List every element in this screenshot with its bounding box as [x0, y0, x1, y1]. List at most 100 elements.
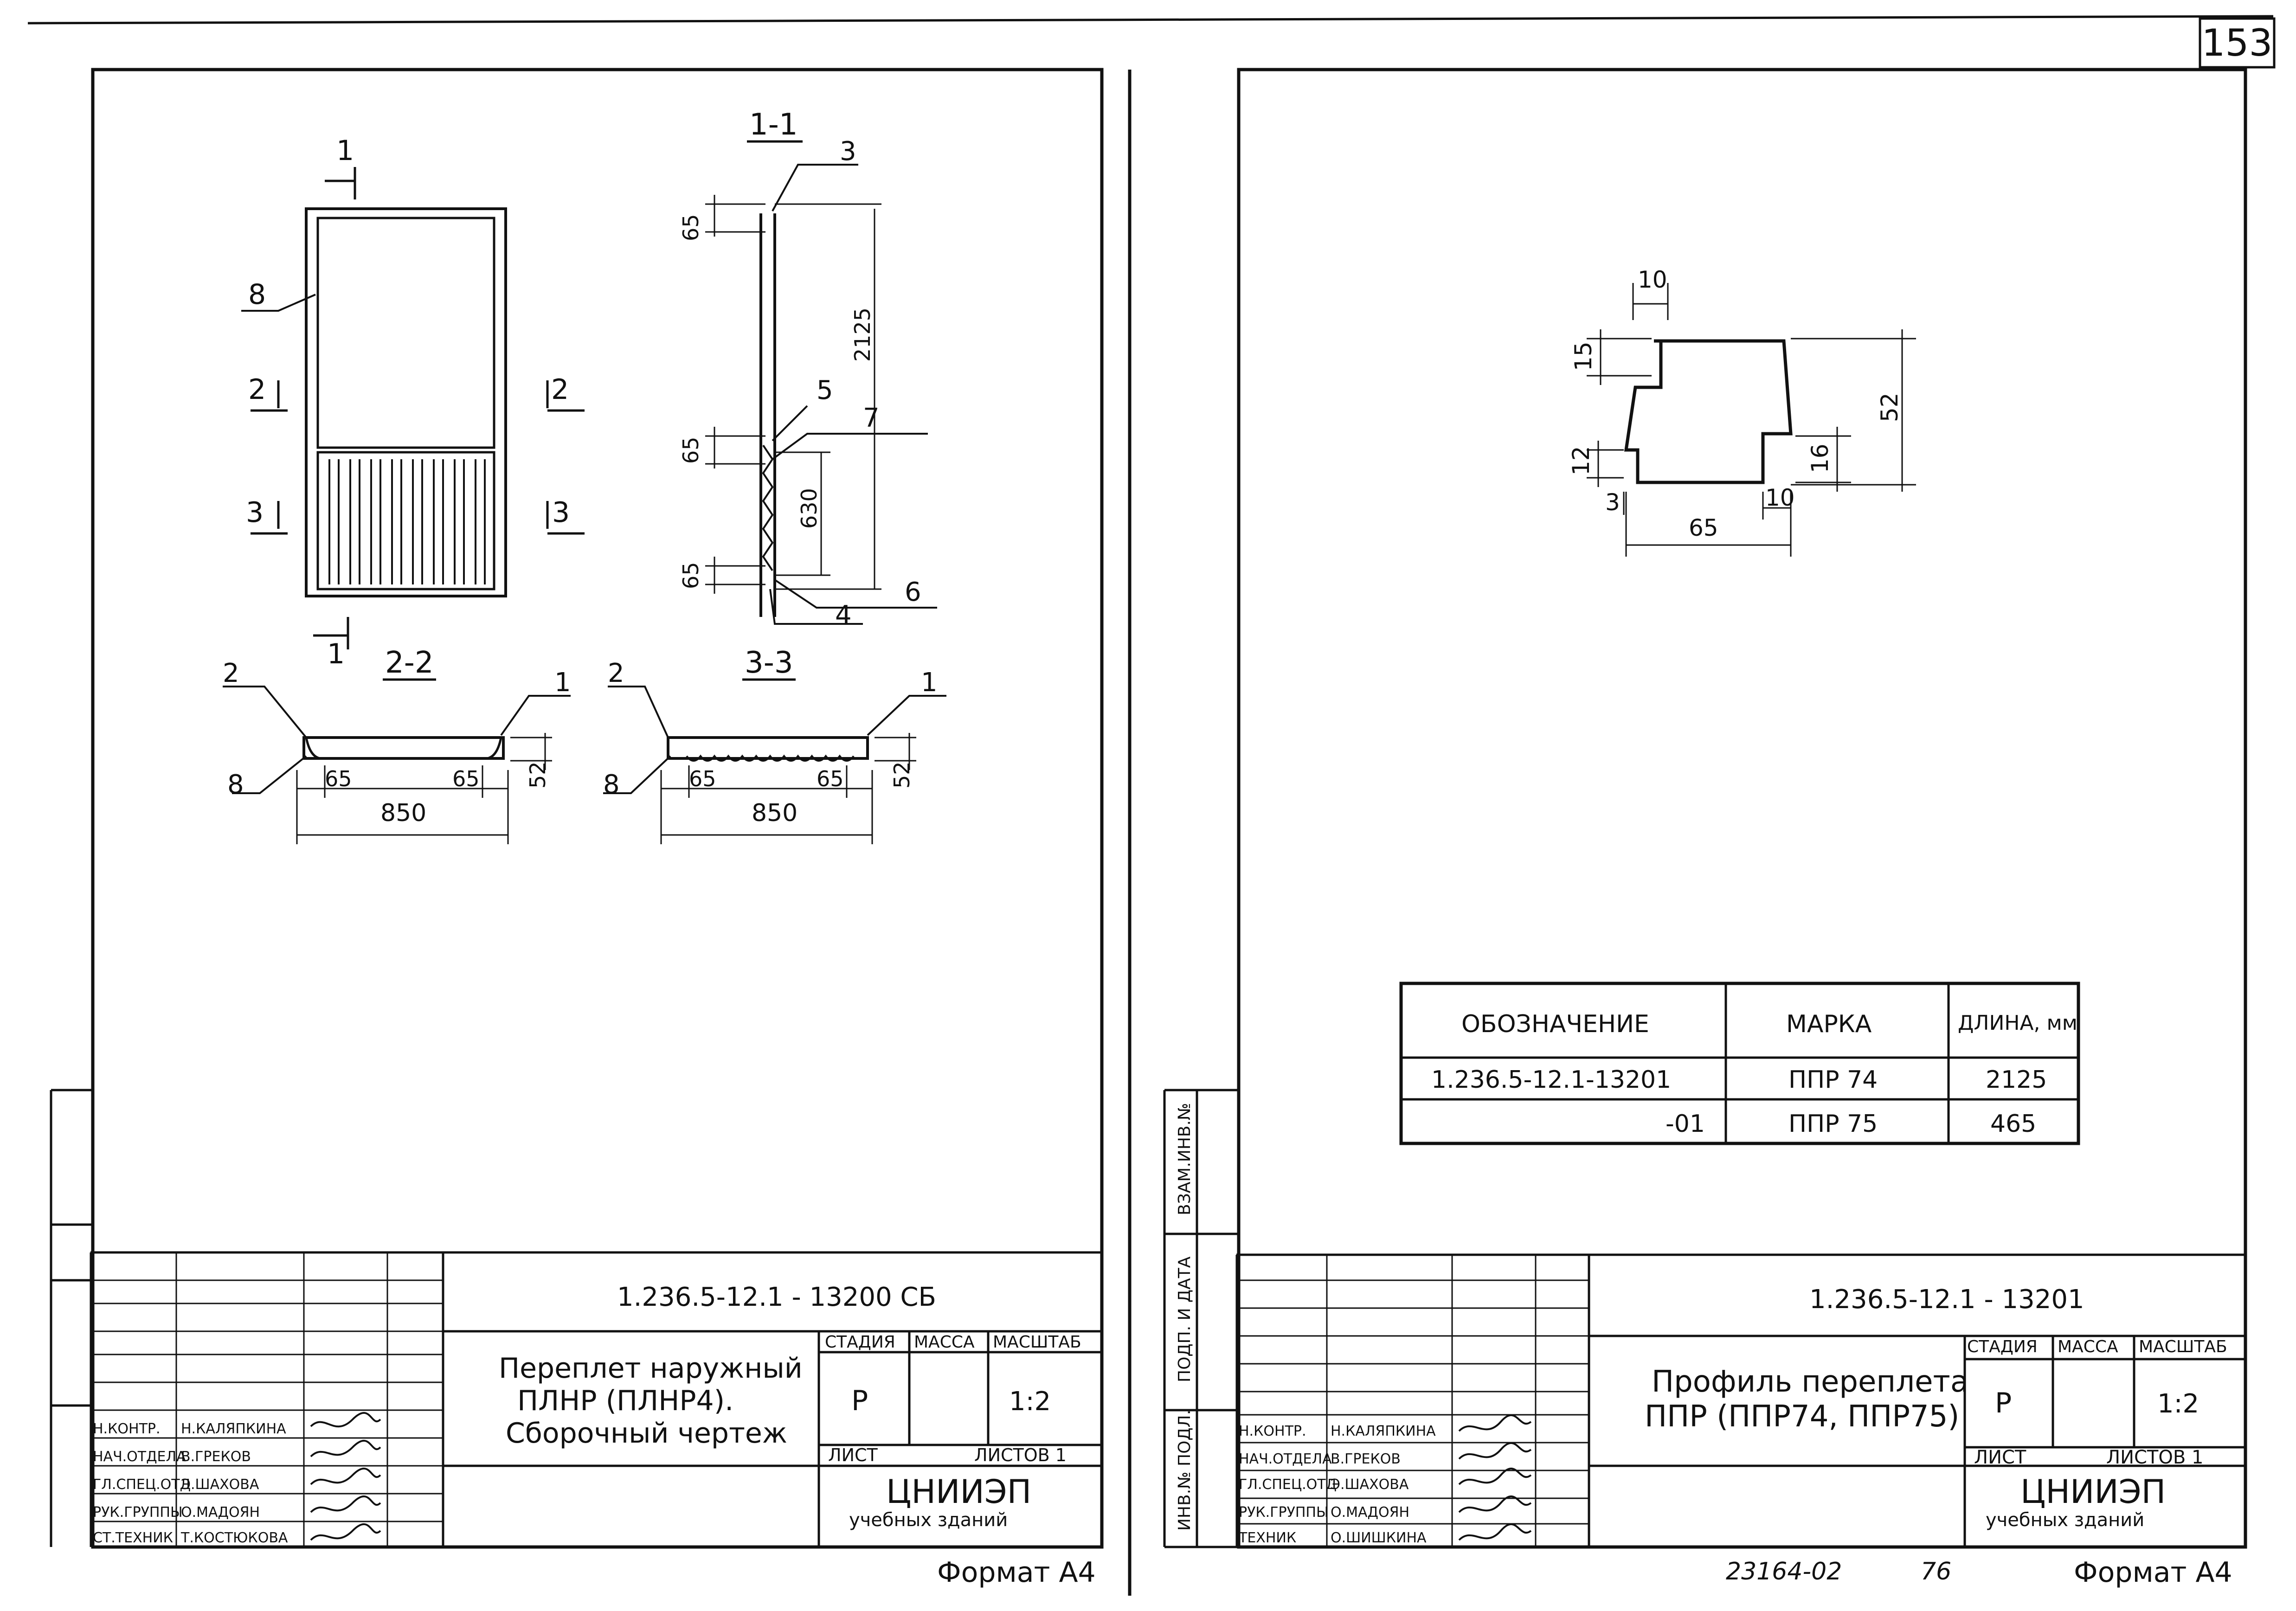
svg-text:65: 65 [678, 214, 703, 241]
svg-text:8: 8 [603, 770, 620, 800]
right-sheet: ВЗАМ.ИНВ.№ ПОДП. И ДАТА ИНВ.№ ПОДЛ. 10 1… [1163, 68, 2247, 1589]
svg-text:850: 850 [752, 799, 797, 827]
left-title-block: 1.236.5-12.1 - 13200 СБ Переплет наружны… [90, 1251, 1102, 1547]
svg-text:Р: Р [1995, 1387, 2012, 1419]
svg-text:ЛИСТ: ЛИСТ [828, 1445, 878, 1465]
svg-text:65: 65 [678, 562, 703, 589]
svg-text:МАРКА: МАРКА [1786, 1010, 1872, 1038]
svg-text:Н.КАЛЯПКИНА: Н.КАЛЯПКИНА [1331, 1423, 1436, 1439]
svg-text:1:2: 1:2 [1009, 1386, 1051, 1417]
svg-text:2: 2 [608, 658, 624, 688]
svg-text:ППР 75: ППР 75 [1788, 1110, 1878, 1138]
svg-text:Т.КОСТЮКОВА: Т.КОСТЮКОВА [180, 1530, 288, 1546]
svg-text:3: 3 [1605, 489, 1620, 516]
svg-text:ГЛ.СПЕЦ.ОТД: ГЛ.СПЕЦ.ОТД [1239, 1476, 1337, 1493]
svg-text:МАСШТАБ: МАСШТАБ [2139, 1337, 2227, 1356]
svg-text:ЛИСТ: ЛИСТ [1974, 1447, 2026, 1468]
section-2-2: 2-2 65 65 850 52 2 1 8 [223, 646, 571, 844]
svg-text:учебных зданий: учебных зданий [849, 1509, 1008, 1531]
svg-text:1: 1 [336, 135, 354, 167]
bottom-note: 23164-02 [1726, 1558, 1842, 1585]
svg-text:12: 12 [1568, 446, 1595, 475]
svg-text:СТАДИЯ: СТАДИЯ [1967, 1337, 2038, 1356]
svg-text:НАЧ.ОТДЕЛА: НАЧ.ОТДЕЛА [93, 1449, 186, 1465]
svg-text:Н.КАЛЯПКИНА: Н.КАЛЯПКИНА [181, 1421, 286, 1437]
right-format: Формат А4 [2074, 1556, 2232, 1589]
svg-text:ТЕХНИК: ТЕХНИК [1238, 1530, 1296, 1546]
page-number: 153 [2202, 21, 2273, 64]
svg-text:РУК.ГРУППЫ: РУК.ГРУППЫ [1239, 1504, 1328, 1521]
svg-text:2: 2 [551, 373, 569, 406]
svg-text:Профиль переплета: Профиль переплета [1652, 1365, 1968, 1399]
svg-text:ОБОЗНАЧЕНИЕ: ОБОЗНАЧЕНИЕ [1461, 1010, 1649, 1038]
profile-drawing: 10 15 52 12 16 3 65 10 [1568, 266, 1916, 557]
svg-text:1-1: 1-1 [749, 108, 798, 142]
svg-text:8: 8 [248, 278, 266, 311]
svg-text:РУК.ГРУППЫ: РУК.ГРУППЫ [93, 1504, 182, 1521]
right-frame [1237, 68, 2247, 1549]
svg-text:О.ШИШКИНА: О.ШИШКИНА [1331, 1530, 1427, 1546]
svg-text:О.МАДОЯН: О.МАДОЯН [181, 1504, 260, 1521]
svg-text:Сборочный чертеж: Сборочный чертеж [506, 1417, 787, 1450]
svg-text:ЛИСТОВ 1: ЛИСТОВ 1 [2106, 1447, 2203, 1468]
svg-text:8: 8 [227, 770, 244, 800]
svg-text:16: 16 [1807, 443, 1833, 473]
svg-text:2125: 2125 [1986, 1066, 2047, 1094]
svg-text:ППР 74: ППР 74 [1788, 1066, 1878, 1094]
svg-text:-01: -01 [1666, 1110, 1705, 1138]
svg-text:1.236.5-12.1 - 13201: 1.236.5-12.1 - 13201 [1809, 1284, 2084, 1315]
front-view: 1 1 2 2 3 3 8 [241, 135, 585, 670]
svg-text:2-2: 2-2 [385, 646, 434, 680]
svg-text:Э.ШАХОВА: Э.ШАХОВА [181, 1476, 259, 1493]
svg-text:В.ГРЕКОВ: В.ГРЕКОВ [181, 1449, 251, 1465]
svg-text:5: 5 [817, 375, 833, 405]
svg-text:65: 65 [452, 766, 480, 791]
svg-text:65: 65 [325, 766, 352, 791]
svg-text:ПОДП. И ДАТА: ПОДП. И ДАТА [1175, 1256, 1194, 1382]
svg-text:6: 6 [905, 577, 921, 607]
svg-text:52: 52 [525, 761, 550, 789]
svg-text:ВЗАМ.ИНВ.№: ВЗАМ.ИНВ.№ [1175, 1103, 1194, 1216]
svg-text:65: 65 [817, 766, 844, 791]
left-frame [91, 68, 1104, 1549]
svg-text:Н.КОНТР.: Н.КОНТР. [93, 1421, 161, 1437]
svg-text:1.236.5-12.1 - 13200 СБ: 1.236.5-12.1 - 13200 СБ [617, 1282, 936, 1312]
page-number-box [2199, 17, 2276, 69]
right-title-block: 1.236.5-12.1 - 13201 Профиль переплета П… [1235, 1253, 2245, 1547]
svg-text:ПЛНР (ПЛНР4).: ПЛНР (ПЛНР4). [517, 1385, 733, 1417]
svg-text:465: 465 [1990, 1110, 2036, 1138]
svg-text:15: 15 [1570, 341, 1597, 371]
top-border [27, 15, 2274, 25]
svg-text:630: 630 [797, 488, 822, 529]
svg-text:52: 52 [889, 761, 914, 789]
svg-text:10: 10 [1638, 266, 1667, 293]
svg-text:65: 65 [678, 436, 703, 464]
svg-text:2: 2 [248, 373, 266, 406]
svg-text:65: 65 [1689, 514, 1718, 541]
section-3-3: 3-3 65 65 850 52 2 1 8 [603, 646, 946, 844]
svg-text:учебных зданий: учебных зданий [1986, 1509, 2144, 1531]
svg-text:2125: 2125 [850, 308, 875, 362]
svg-text:3-3: 3-3 [745, 646, 793, 680]
svg-text:Э.ШАХОВА: Э.ШАХОВА [1331, 1476, 1409, 1493]
svg-text:Переплет наружный: Переплет наружный [499, 1352, 803, 1385]
left-format: Формат А4 [937, 1556, 1096, 1589]
svg-text:1:2: 1:2 [2157, 1389, 2199, 1419]
svg-text:ДЛИНА, мм: ДЛИНА, мм [1958, 1011, 2077, 1035]
svg-text:О.МАДОЯН: О.МАДОЯН [1331, 1504, 1409, 1521]
svg-text:4: 4 [835, 600, 852, 630]
svg-text:В.ГРЕКОВ: В.ГРЕКОВ [1331, 1451, 1401, 1467]
svg-text:52: 52 [1876, 392, 1903, 422]
svg-text:Н.КОНТР.: Н.КОНТР. [1239, 1423, 1306, 1439]
svg-text:МАССА: МАССА [914, 1333, 975, 1352]
svg-text:ИНВ.№ ПОДЛ.: ИНВ.№ ПОДЛ. [1175, 1410, 1194, 1531]
svg-text:МАСШТАБ: МАСШТАБ [993, 1333, 1081, 1352]
svg-text:ЛИСТОВ 1: ЛИСТОВ 1 [974, 1445, 1067, 1465]
svg-text:3: 3 [552, 496, 570, 529]
svg-text:Р: Р [851, 1385, 868, 1417]
svg-text:МАССА: МАССА [2058, 1337, 2118, 1356]
svg-text:2: 2 [223, 658, 239, 688]
bottom-number: 76 [1921, 1558, 1951, 1585]
svg-text:1: 1 [921, 668, 938, 698]
